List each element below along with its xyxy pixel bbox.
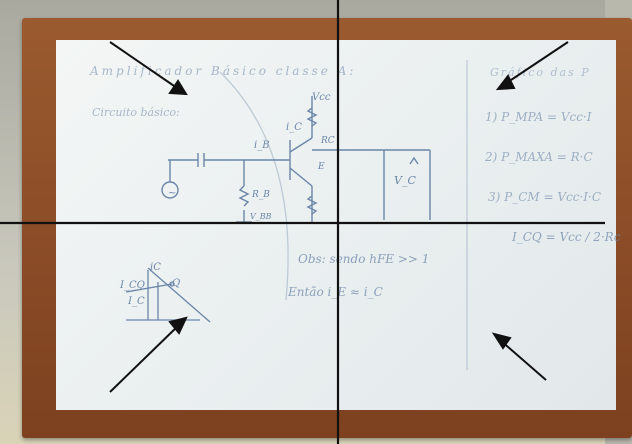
graph-label-icq: I_CQ	[120, 280, 145, 291]
circuit-label-vcc: Vcc	[312, 92, 331, 103]
circuit-label-ib: i_B	[254, 140, 270, 151]
circuit-label-e: E	[318, 162, 325, 172]
circuit-label-vbb: V_BB	[250, 212, 272, 221]
arrow-top-left-icon	[109, 41, 188, 96]
equation-2: 2) P_MAXA = R·C	[485, 150, 593, 164]
icq-equation: I_CQ = Vcc / 2·Rc	[512, 230, 621, 244]
right-heading: Gráfico das P	[490, 66, 591, 79]
whiteboard-surface	[56, 40, 616, 410]
loadline-graph	[125, 267, 211, 323]
equation-3: 3) P_CM = Vcc·I·C	[488, 190, 602, 204]
source-symbol: ~	[168, 188, 177, 199]
circuit-label-rb: R_B	[252, 190, 270, 200]
circuit-label-ic: i_C	[286, 122, 302, 133]
obs-note: Obs: sendo hFE >> 1	[298, 252, 430, 266]
graph-label-ic: iC	[150, 262, 161, 273]
circuit-sketch	[161, 96, 431, 223]
arrow-top-right-icon	[495, 41, 569, 91]
entao-note: Então i_E ≈ i_C	[288, 285, 383, 299]
arrow-bottom-right-icon	[491, 332, 547, 381]
board-drawings	[0, 0, 605, 444]
circuit-label: Circuito básico:	[92, 106, 180, 119]
arrow-bottom-left-icon	[109, 316, 188, 393]
circuit-label-vc: V_C	[394, 174, 416, 187]
circuit-label-rc: RC	[321, 136, 335, 146]
graph-label-ic2: I_C	[128, 296, 145, 307]
graph-label-q: Q	[172, 278, 181, 289]
equation-1: 1) P_MPA = Vcc·I	[485, 110, 592, 124]
board-curve	[219, 71, 289, 301]
